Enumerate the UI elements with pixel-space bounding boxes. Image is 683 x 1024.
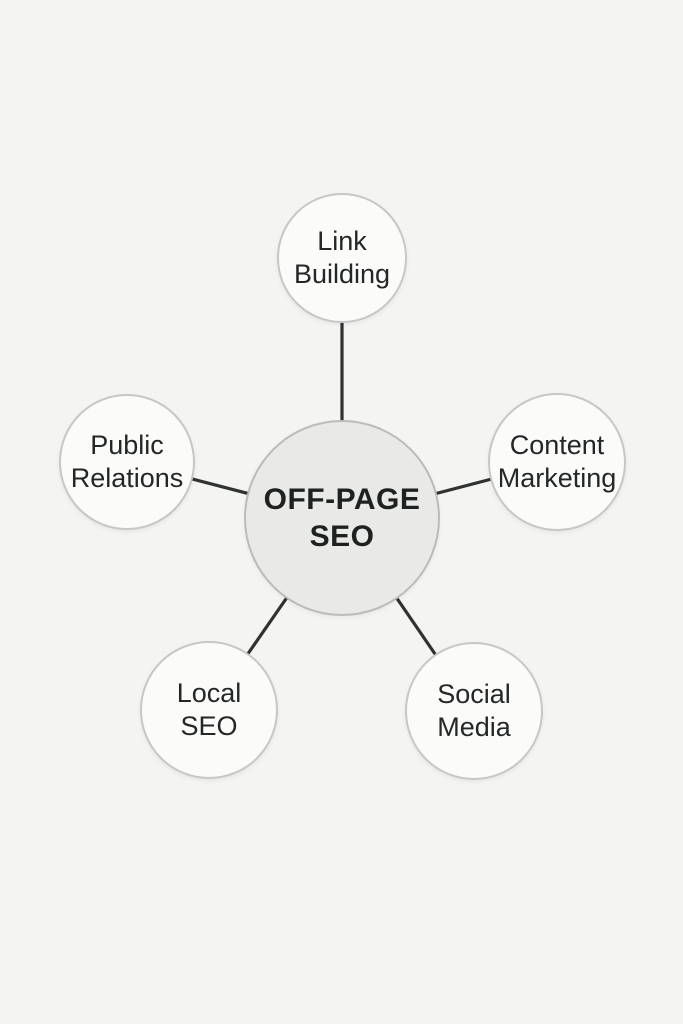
- node-public-relations: Public Relations: [59, 394, 195, 530]
- node-social-media-line2: Media: [437, 712, 511, 742]
- node-content-marketing-line2: Marketing: [497, 463, 617, 493]
- node-link-building-line2: Building: [293, 259, 391, 289]
- node-local-seo: Local SEO: [140, 641, 278, 779]
- node-off-page-seo: OFF-PAGE SEO: [244, 420, 440, 616]
- node-local-seo-line1: Local: [176, 678, 242, 709]
- node-content-marketing-line1: Content: [509, 430, 605, 461]
- node-off-page-seo-line1: OFF-PAGE: [263, 482, 421, 516]
- node-social-media-line1: Social: [437, 679, 511, 710]
- node-public-relations-line1: Public: [90, 430, 164, 461]
- node-local-seo-line2: SEO: [180, 711, 238, 741]
- node-link-building-line1: Link: [317, 226, 367, 257]
- node-public-relations-line2: Relations: [70, 463, 184, 493]
- node-off-page-seo-line2: SEO: [309, 520, 375, 553]
- node-content-marketing: Content Marketing: [488, 393, 626, 531]
- node-link-building: Link Building: [277, 193, 407, 323]
- node-social-media: Social Media: [405, 642, 543, 780]
